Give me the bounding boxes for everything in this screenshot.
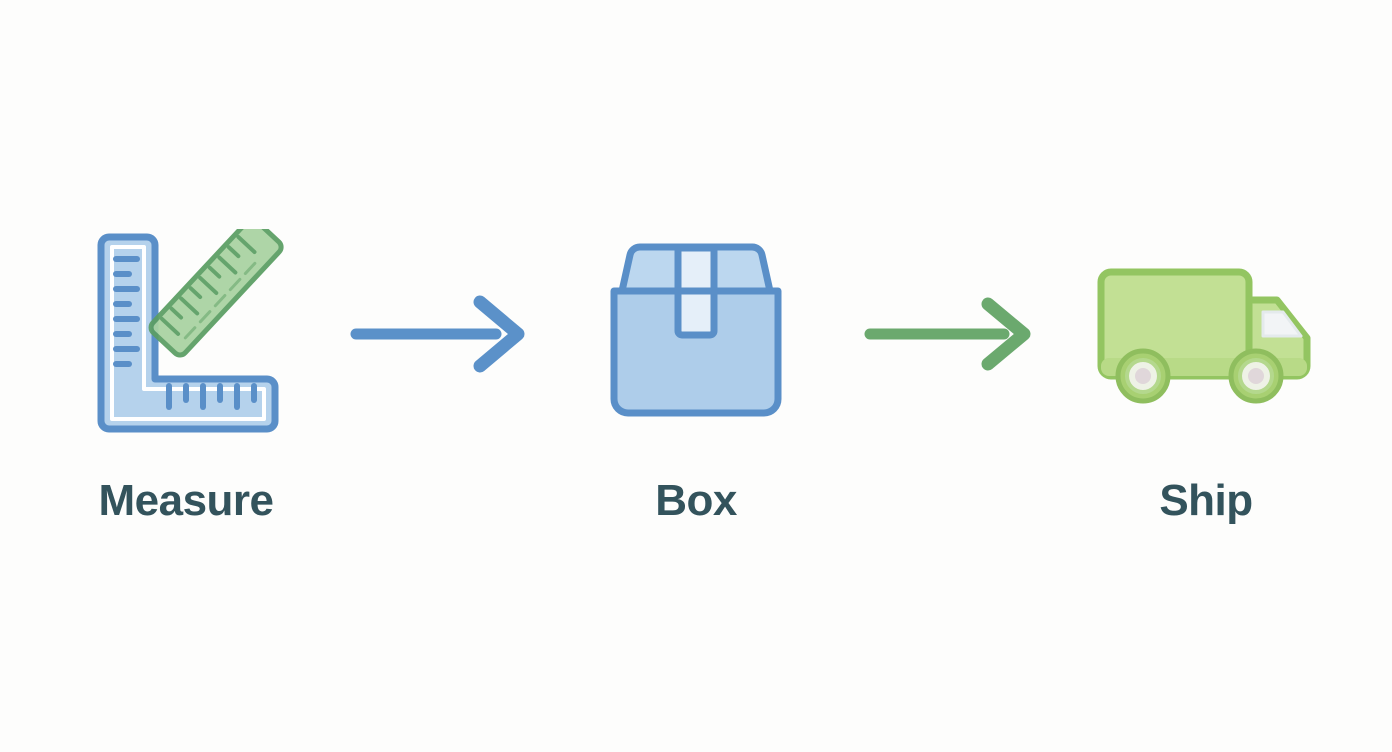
process-step-ship[interactable]: Ship xyxy=(1056,229,1356,523)
step-label-box: Box xyxy=(655,476,737,525)
arrow-right-icon xyxy=(350,295,525,373)
process-step-measure[interactable]: Measure xyxy=(36,229,336,523)
cardboard-box-icon xyxy=(610,243,782,417)
connector-box-to-ship xyxy=(846,229,1056,439)
truck-wheel-front xyxy=(1228,348,1284,404)
step-label-measure: Measure xyxy=(98,476,274,525)
process-step-box[interactable]: Box xyxy=(546,229,846,523)
delivery-truck-icon xyxy=(1097,268,1311,404)
step-label-ship: Ship xyxy=(1159,476,1253,525)
arrow-right-icon xyxy=(864,297,1031,371)
ruler-square-icon xyxy=(97,229,284,433)
step-ship-inner: Ship xyxy=(1081,229,1331,523)
ship-icon-slot xyxy=(1081,229,1331,439)
step-measure-inner: Measure xyxy=(61,229,311,523)
box-icon-slot xyxy=(571,229,821,439)
connector-measure-to-box xyxy=(336,229,546,439)
truck-wheel-rear xyxy=(1115,348,1171,404)
measure-icon-slot xyxy=(61,229,311,439)
step-box-inner: Box xyxy=(571,229,821,523)
